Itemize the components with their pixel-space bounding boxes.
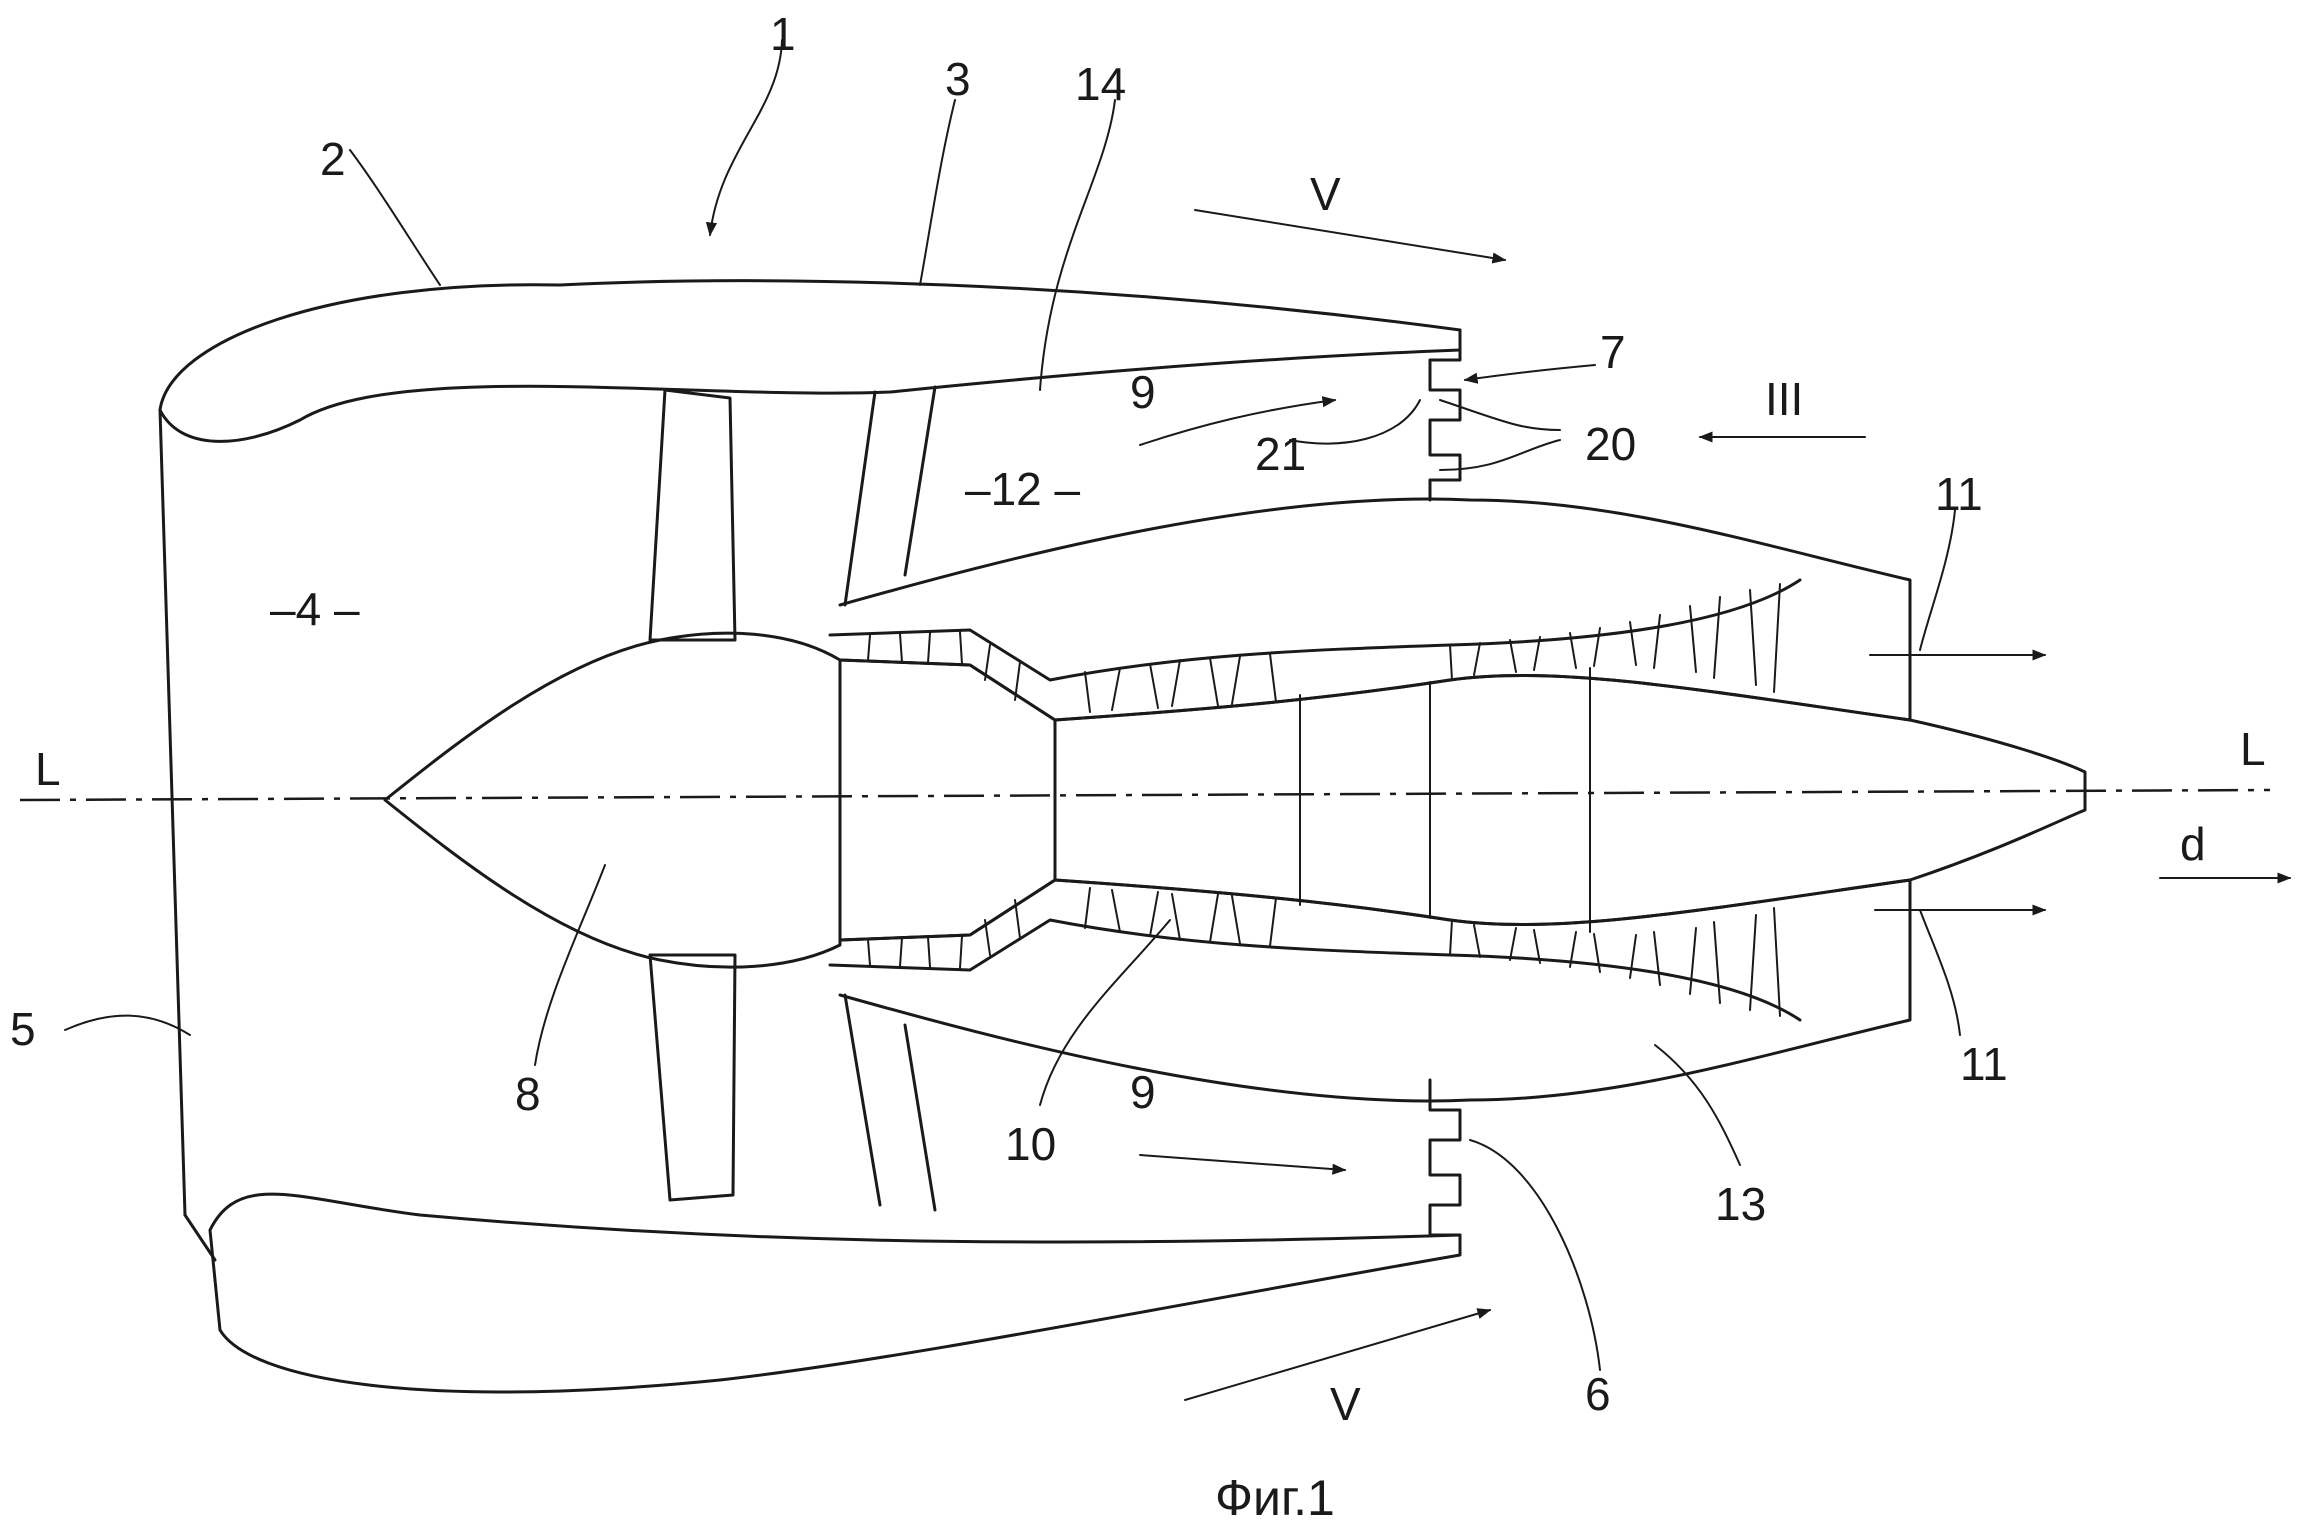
chevron-nozzle-upper [1428,328,1462,502]
core-body [838,658,1057,942]
label-2: 2 [320,133,346,185]
label-9-top: 9 [1130,366,1156,418]
label-l-left: L [35,743,61,795]
guide-vane-upper [843,385,937,607]
label-3: 3 [945,53,971,105]
guide-vane-lower [843,993,937,1212]
label-10: 10 [1005,1118,1056,1170]
leader-lines [64,99,1961,1371]
chevron-nozzle-lower [1428,1078,1462,1237]
label-4: –4 – [270,583,360,635]
label-v-top: V [1310,168,1341,220]
label-9-bottom: 9 [1130,1066,1156,1118]
label-14: 14 [1075,58,1126,110]
flow-arrow-v-top [1194,209,1507,264]
label-13: 13 [1715,1178,1766,1230]
exhaust-cone [1053,674,2087,926]
flow-arrow-9-bottom [1139,1154,1347,1175]
flow-arrow-v-bottom [1184,1308,1492,1401]
label-iii: III [1765,373,1803,425]
label-1: 1 [770,8,796,60]
leader-arrow-1 [705,39,783,237]
fan-blade-upper [648,388,737,642]
label-8: 8 [515,1068,541,1120]
intake-face-lower [183,1213,217,1262]
label-v-bottom: V [1330,1378,1361,1430]
stage-hatching [867,583,1781,1017]
label-11-top: 11 [1935,468,1983,520]
core-cowl-upper [838,497,1912,722]
label-7: 7 [1600,326,1626,378]
label-20: 20 [1585,418,1636,470]
figure-caption: Фиг.1 [1215,1470,1335,1526]
nacelle-lower [208,1192,1462,1394]
core-stage-lines [1299,667,1591,933]
center-axis-line [19,788,2271,802]
label-11-bottom: 11 [1960,1038,2008,1090]
label-12: –12 – [965,463,1081,515]
core-cowl-lower [838,878,1912,1103]
label-5: 5 [10,1003,36,1055]
label-d: d [2180,818,2206,870]
fan-blade-lower [648,953,737,1202]
leader-arrow-7 [1463,364,1596,384]
spinner [383,631,842,969]
flow-arrow-9-top [1139,396,1337,446]
label-21: 21 [1255,428,1306,480]
label-6: 6 [1585,1368,1611,1420]
label-l-right: L [2240,723,2266,775]
intake-face [158,408,187,1217]
nacelle-upper [158,279,1462,443]
